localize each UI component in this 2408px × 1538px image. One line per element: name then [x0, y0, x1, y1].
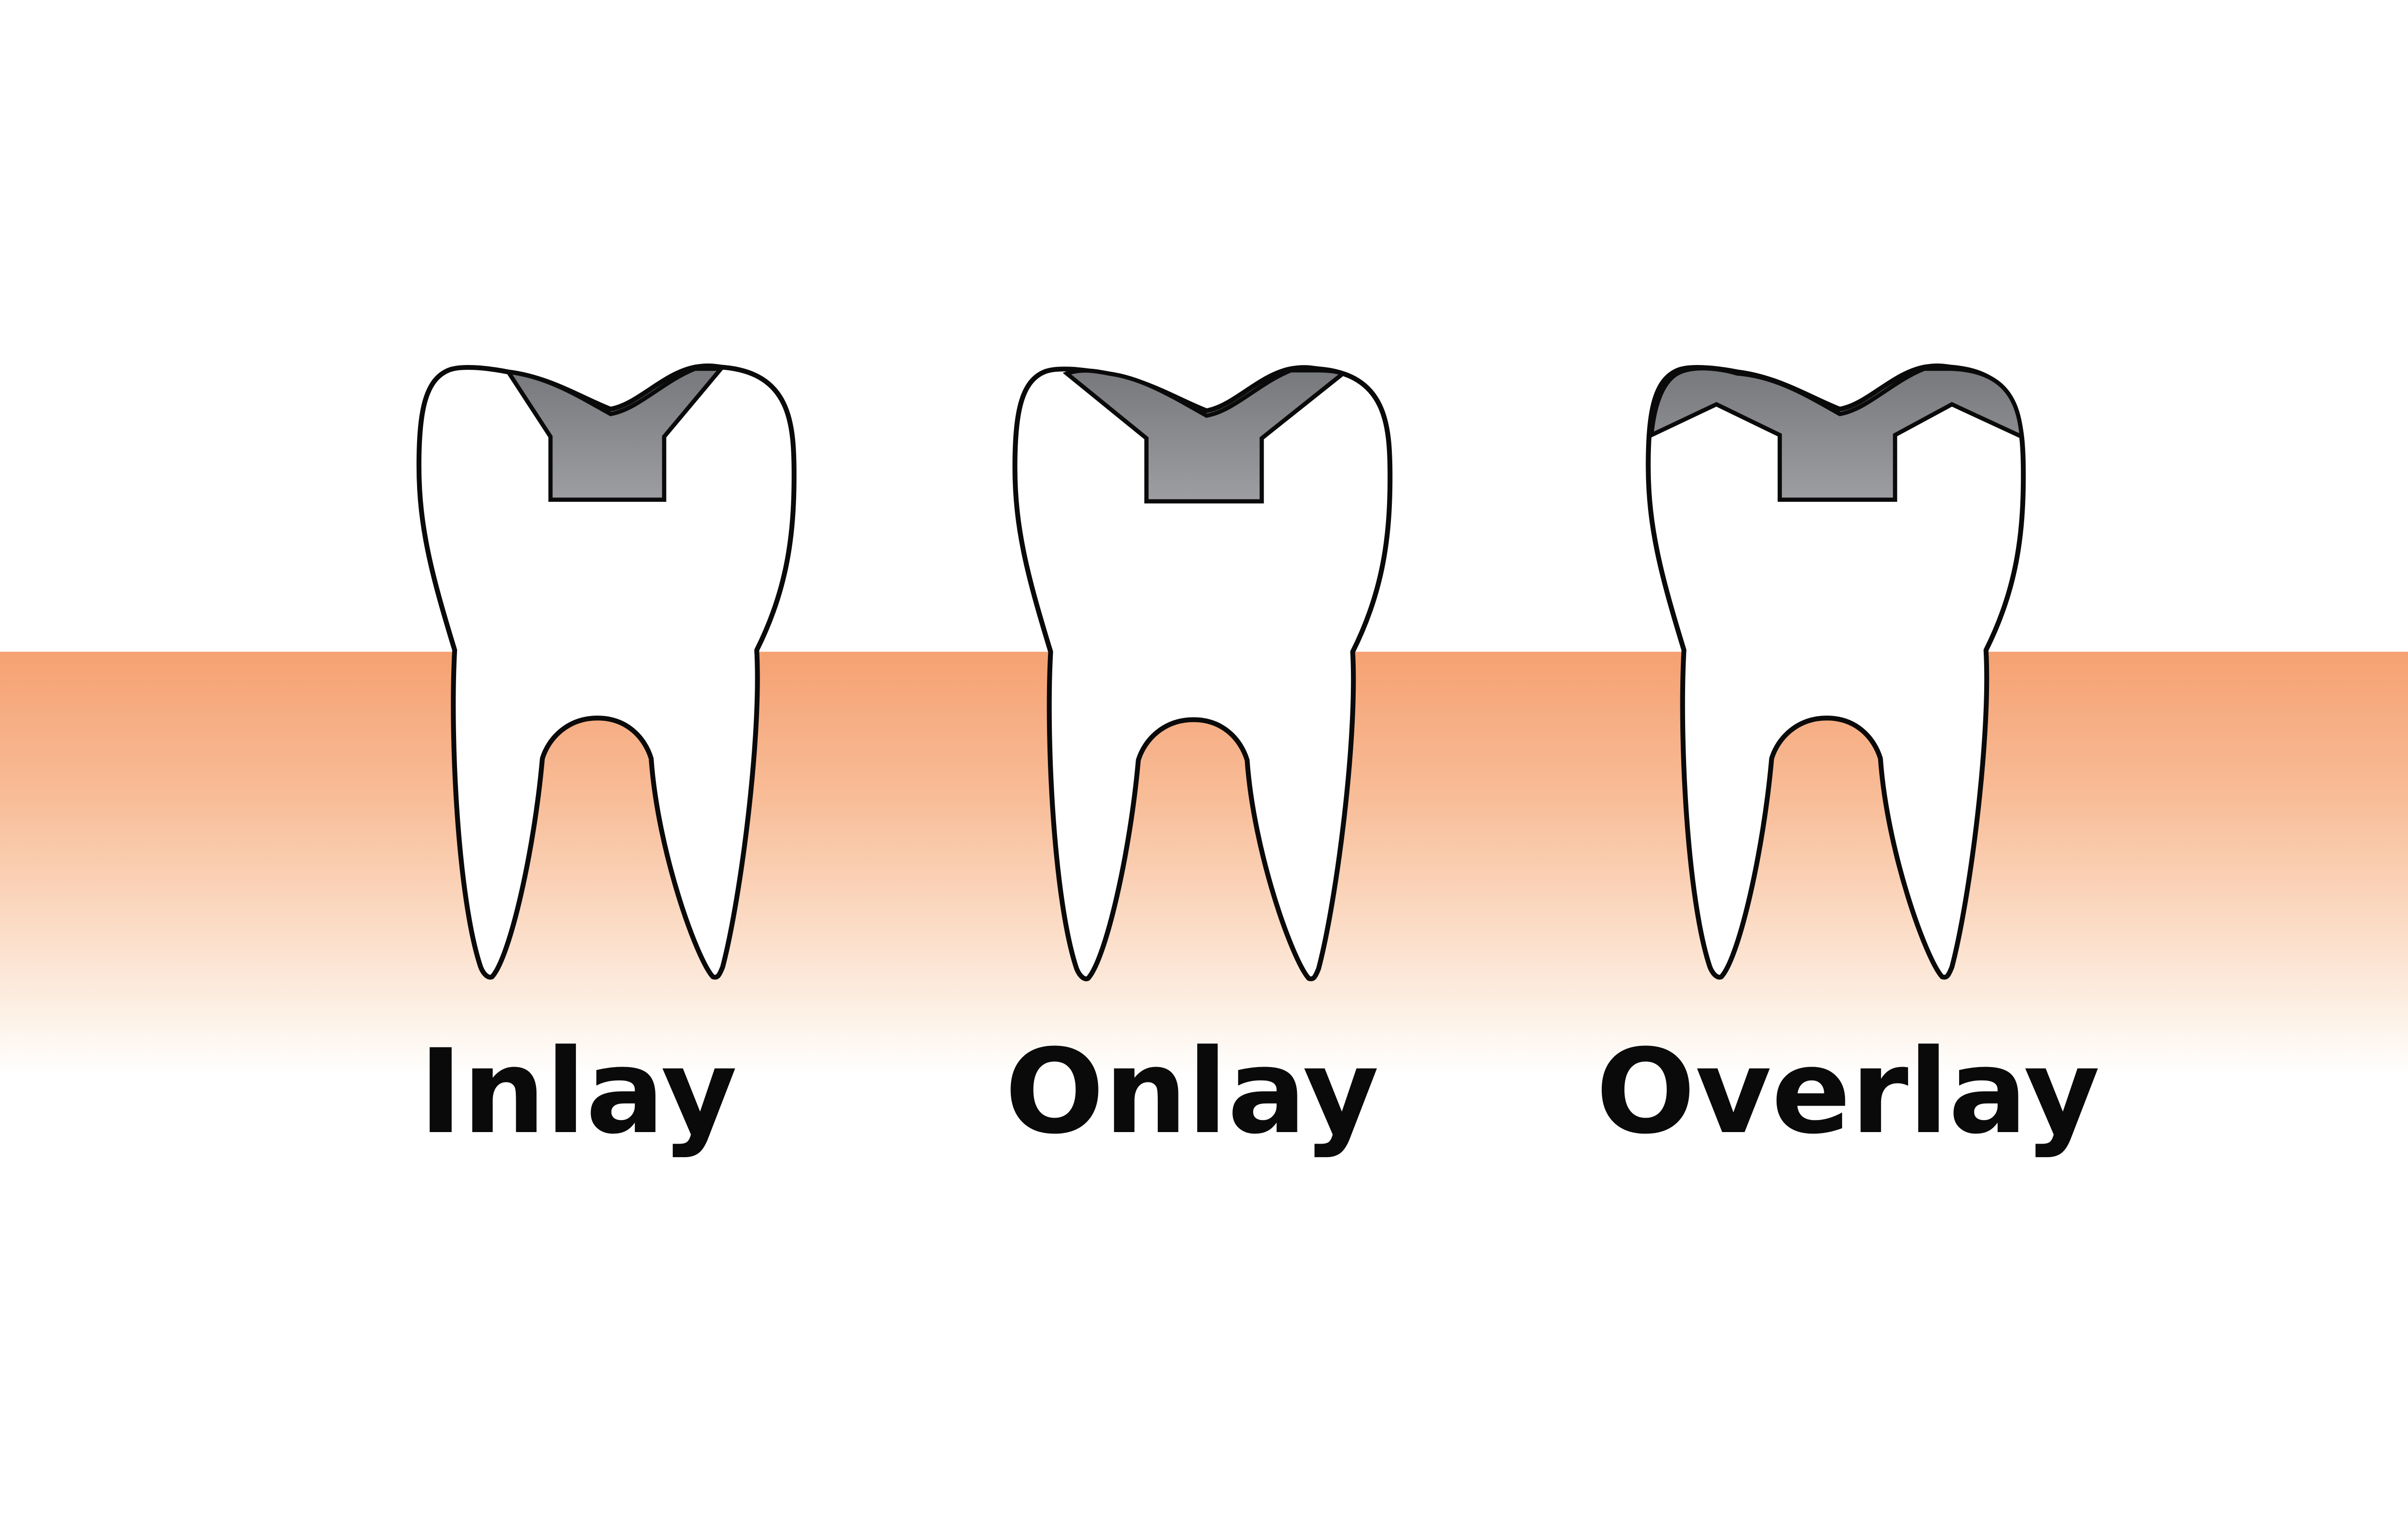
- overlay-filling: [1649, 366, 2024, 502]
- label-onlay: Onlay: [1005, 1024, 1379, 1160]
- label-inlay: Inlay: [419, 1024, 737, 1160]
- label-overlay: Overlay: [1596, 1024, 2100, 1160]
- onlay-filling: [1062, 368, 1348, 504]
- tooth-overlay: [1648, 366, 2023, 978]
- inlay-filling: [504, 366, 726, 502]
- tooth-onlay: [1015, 367, 1390, 979]
- tooth-inlay: [419, 366, 794, 978]
